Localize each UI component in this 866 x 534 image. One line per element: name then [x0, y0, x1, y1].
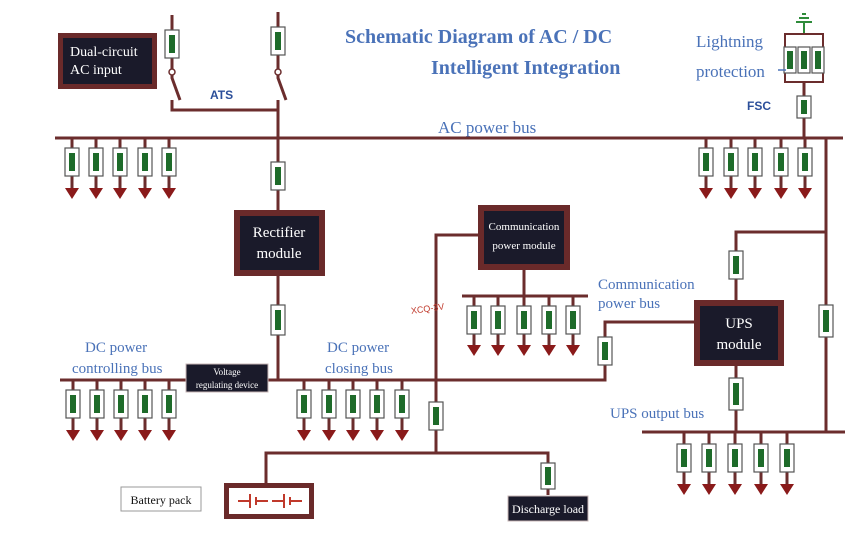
ac-right-branches	[698, 138, 813, 199]
dc-closing-branch-1	[296, 380, 312, 441]
dc-closing-label-1: DC power	[327, 340, 389, 356]
comm-branch-4	[541, 296, 557, 356]
ac-left-branch-4	[137, 138, 153, 199]
ac-left-branch-5	[161, 138, 177, 199]
ups-label-2: module	[717, 337, 762, 353]
ups-label-1: UPS	[725, 316, 753, 332]
comm-branch-1	[466, 296, 482, 356]
dc-control-branch-4	[137, 380, 153, 441]
dc-closing-branch-5	[394, 380, 410, 441]
battery-pack-label: Battery pack	[131, 493, 192, 507]
comm-branch-5	[565, 296, 581, 356]
ac-left-branch-3	[112, 138, 128, 199]
dc-control-branch-3	[113, 380, 129, 441]
fuse-fsc	[796, 95, 812, 119]
ac-right-branch-2	[723, 138, 739, 199]
voltage-regulating-device: Voltage regulating device	[185, 363, 269, 393]
ac-bus-label: AC power bus	[438, 118, 536, 137]
ac-input-label-1: Dual-circuit	[70, 45, 138, 60]
ups-branch-1	[676, 432, 692, 495]
title-line1: Schematic Diagram of AC / DC	[345, 26, 612, 48]
lightning-label-1: Lightning	[696, 32, 764, 51]
rectifier-label-1: Rectifier	[253, 225, 305, 241]
fuse-ups-out	[728, 377, 744, 411]
fuse-comm-bus	[597, 336, 613, 366]
ac-right-branch-5	[797, 138, 813, 199]
ups-branch-3	[727, 432, 743, 495]
comm-branch-3	[516, 296, 532, 356]
fuse-ups-in	[728, 250, 744, 280]
ac-input-box: Dual-circuit AC input	[58, 33, 157, 89]
ups-branch-2	[701, 432, 717, 495]
voltage-label-2: regulating device	[196, 380, 258, 390]
fuse-ac-input-2	[270, 26, 286, 56]
dc-control-branch-2	[89, 380, 105, 441]
title-line2: Intelligent Integration	[431, 57, 620, 79]
fuse-ac-input-1	[164, 29, 180, 59]
battery-pack-label-box: Battery pack	[120, 486, 202, 512]
fuse-rectifier-out	[270, 304, 286, 336]
dc-control-branches	[65, 380, 177, 441]
ac-left-branch-2	[88, 138, 104, 199]
battery-pack	[224, 483, 314, 519]
lightning-protector	[783, 13, 825, 138]
rectifier-module: Rectifier module	[234, 210, 325, 276]
lightning-label-2: protection	[696, 62, 765, 81]
dc-control-label-2: controlling bus	[72, 361, 163, 377]
dc-control-branch-1	[65, 380, 81, 441]
voltage-label-1: Voltage	[213, 367, 240, 377]
discharge-load: Discharge load	[507, 495, 589, 522]
comm-module-label-1: Communication	[489, 221, 560, 233]
ac-right-branch-1	[698, 138, 714, 199]
dc-closing-label-2: closing bus	[325, 361, 393, 377]
fuse-discharge	[540, 462, 556, 490]
fuse-ac-bypass	[818, 304, 834, 338]
fuse-battery-main	[428, 401, 444, 431]
comm-power-module: Communication power module	[478, 205, 570, 270]
ac-left-branches	[64, 138, 177, 199]
comm-module-branches	[466, 296, 581, 356]
dc-closing-branch-2	[321, 380, 337, 441]
ats-label: ATS	[210, 88, 233, 102]
ac-right-branch-4	[773, 138, 789, 199]
discharge-load-label: Discharge load	[512, 502, 584, 516]
comm-module-label-2: power module	[492, 240, 555, 252]
ac-left-branch-1	[64, 138, 80, 199]
comm-bus-label-1: Communication	[598, 277, 695, 293]
fuse-rectifier-in	[270, 161, 286, 191]
dc-closing-branches	[296, 380, 410, 441]
ac-input-label-2: AC input	[70, 63, 122, 78]
dc-control-label-1: DC power	[85, 340, 147, 356]
ups-output-branches	[676, 432, 795, 495]
dc-control-branch-5	[161, 380, 177, 441]
dc-closing-branch-4	[369, 380, 385, 441]
ups-module: UPS module	[694, 300, 784, 366]
ups-output-bus-label: UPS output bus	[610, 406, 704, 422]
dc-closing-branch-3	[345, 380, 361, 441]
comm-bus-label-2: power bus	[598, 296, 660, 312]
rectifier-label-2: module	[257, 246, 302, 262]
ups-branch-5	[779, 432, 795, 495]
ac-right-branch-3	[747, 138, 763, 199]
fsc-label: FSC	[747, 99, 771, 113]
ups-branch-4	[753, 432, 769, 495]
xcq-label: XCQ-3V	[410, 301, 445, 316]
comm-branch-2	[490, 296, 506, 356]
